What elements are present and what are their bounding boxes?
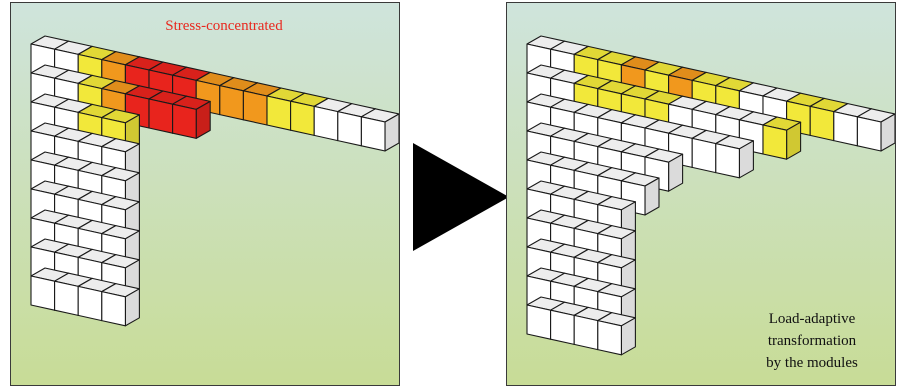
module-cube	[856, 108, 895, 152]
stress-concentrated-label: Stress-concentrated	[165, 18, 283, 34]
module-cube	[715, 135, 754, 179]
load-adaptive-caption: Load-adaptive transformation by the modu…	[737, 308, 887, 374]
module-cube	[360, 108, 399, 152]
caption-line: transformation	[767, 333, 857, 349]
right-module-structure	[507, 3, 895, 385]
module-cube	[762, 116, 802, 160]
left-panel-before: Stress-concentrated	[10, 2, 400, 386]
module-cube	[597, 312, 636, 356]
right-panel-after: Load-adaptive transformation by the modu…	[506, 2, 896, 386]
module-cube	[172, 95, 211, 139]
left-module-structure	[11, 3, 399, 385]
transition-arrow-icon	[413, 143, 509, 251]
module-cube	[101, 283, 140, 327]
caption-line: by the modules	[766, 355, 858, 371]
caption-line: Load-adaptive	[768, 311, 856, 327]
